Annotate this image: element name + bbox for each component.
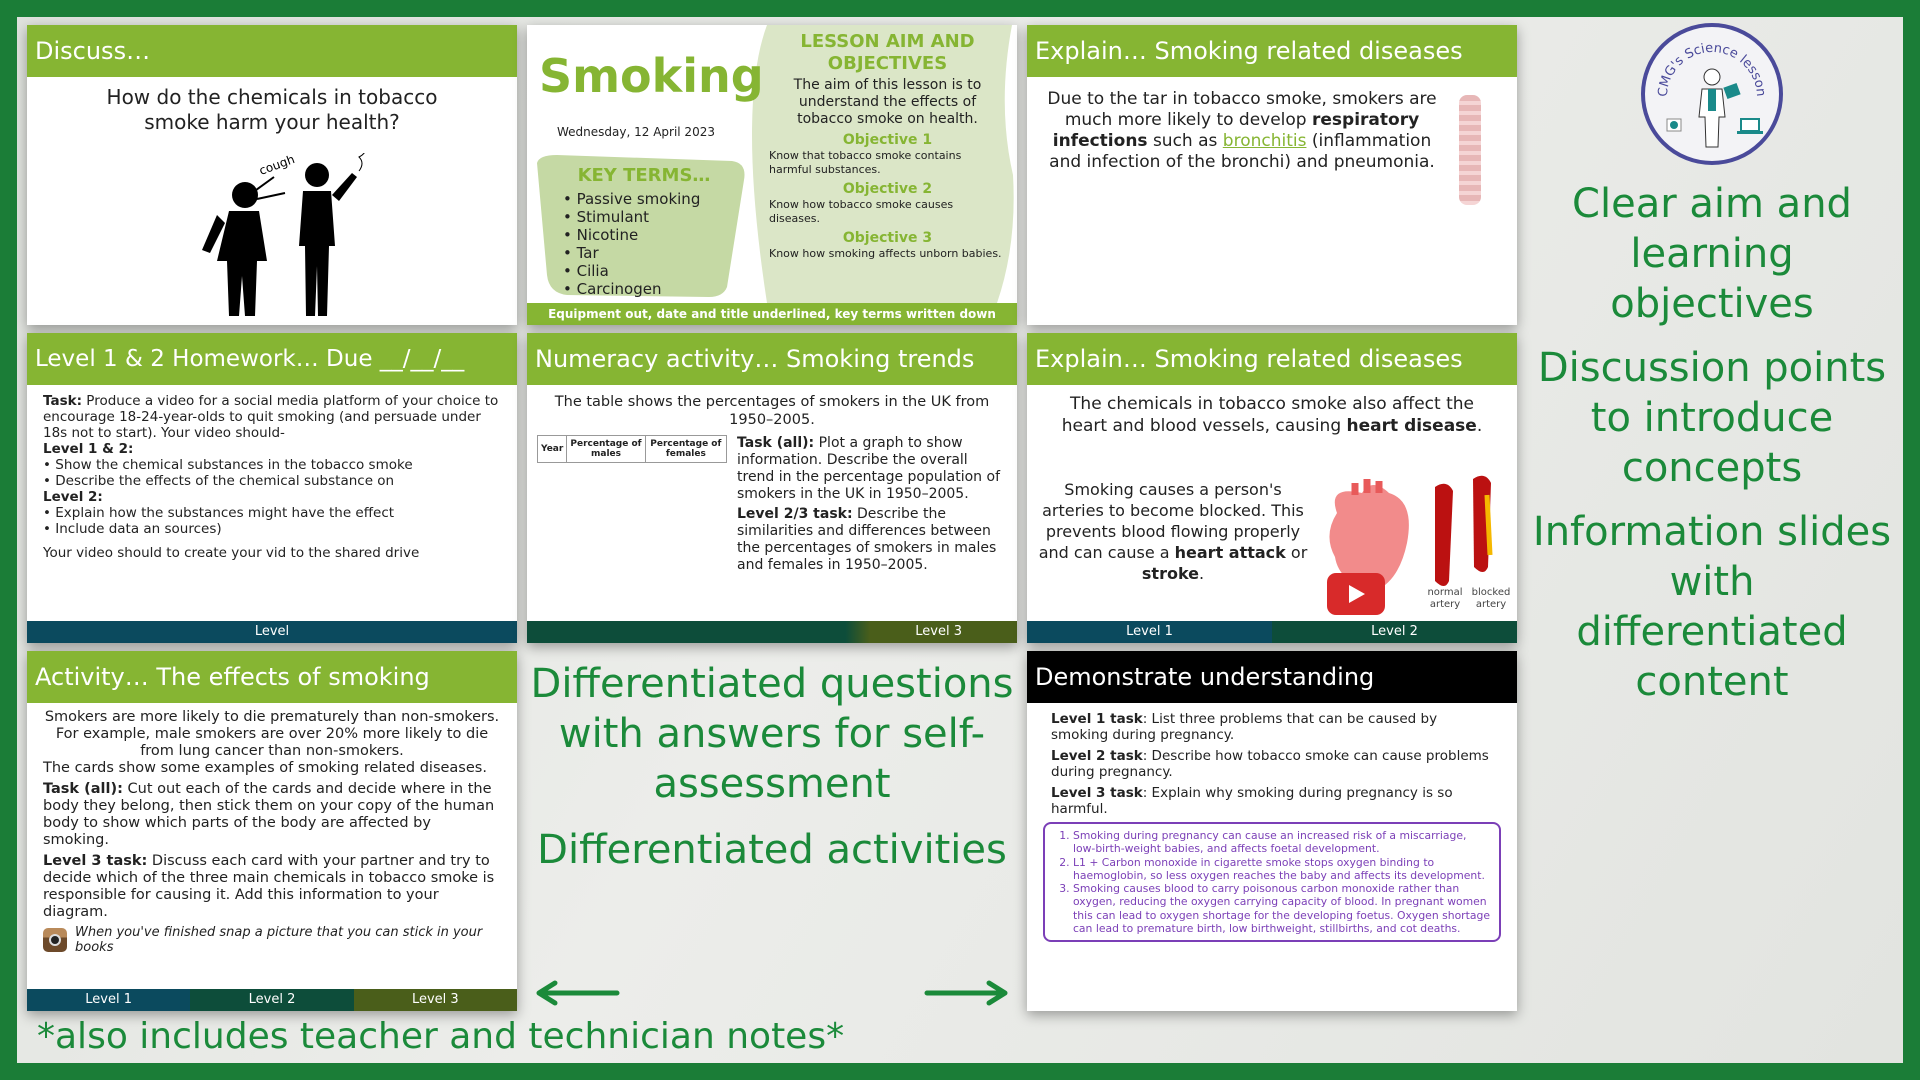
numeracy-intro: The table shows the percentages of smoke…: [554, 394, 990, 428]
callout-cell: Differentiated questions with answers fo…: [527, 653, 1017, 1013]
homework-slide: Level 1 & 2 Homework… Due __/__/__ Task:…: [27, 333, 517, 643]
aim-text: The aim of this lesson is to understand …: [793, 77, 982, 127]
lesson-date: Wednesday, 12 April 2023: [557, 125, 715, 139]
slide-title: Explain… Smoking related diseases: [1027, 25, 1517, 77]
coughing-people-icon: cough: [202, 153, 365, 316]
objective-label: Objective 2: [842, 181, 933, 197]
level-1-tab[interactable]: Level 1: [27, 989, 191, 1011]
answers-box: Smoking during pregnancy can cause an in…: [1043, 822, 1501, 943]
bronchitis-link[interactable]: bronchitis: [1222, 131, 1307, 151]
svg-text:CMG's Science lessons: CMG's Science lessons: [1645, 27, 1768, 97]
key-term: • Tar: [563, 244, 599, 262]
heart-artery-illustration: [1329, 475, 1493, 591]
level-2-tab[interactable]: Level 2: [1272, 621, 1517, 643]
camera-icon: [43, 928, 67, 952]
blocked-artery-label: blocked artery: [1471, 587, 1511, 610]
key-term: • Nicotine: [563, 226, 639, 244]
answer-item: L1 + Carbon monoxide in cigarette smoke …: [1073, 856, 1491, 883]
discuss-slide: Discuss… How do the chemicals in tobacco…: [27, 25, 517, 325]
objective-text: Know that tobacco smoke contains harmful…: [769, 149, 962, 176]
objective-text: Know how smoking affects unborn babies.: [769, 247, 1002, 260]
callout-aim: Clear aim and learning objectives: [1572, 181, 1852, 327]
svg-text:cough: cough: [257, 153, 296, 178]
callout-activities: Differentiated activities: [537, 827, 1007, 873]
slide-title: Activity… The effects of smoking: [27, 651, 517, 703]
objective-label: Objective 1: [842, 132, 933, 148]
task-item: Level 3 task: Explain why smoking during…: [1051, 785, 1453, 817]
aim-panel: LESSON AIM AND OBJECTIVES The aim of thi…: [765, 31, 1010, 261]
logo: CMG's Science lessons: [1641, 17, 1783, 165]
answer-item: Smoking causes blood to carry poisonous …: [1073, 882, 1491, 935]
canvas: CMG's Science lessons Clear aim and lear…: [17, 17, 1903, 1063]
video-play-button[interactable]: [1327, 573, 1385, 615]
activity-body: Smokers are more likely to die premature…: [43, 709, 500, 955]
level-3-tab[interactable]: Level 3: [527, 621, 1017, 643]
demonstrate-slide: Demonstrate understanding Level 1 task: …: [1027, 651, 1517, 1011]
arrow-activities: [536, 980, 620, 1006]
respiratory-text: Due to the tar in tobacco smoke, smokers…: [1047, 89, 1437, 172]
snap-instruction: When you've finished snap a picture that…: [75, 925, 483, 955]
aim-heading: LESSON AIM AND OBJECTIVES: [800, 31, 975, 74]
play-icon: [1349, 585, 1365, 603]
heart-intro: The chemicals in tobacco smoke also affe…: [1061, 394, 1483, 436]
slide-title: Discuss…: [27, 25, 517, 77]
lesson-title: Smoking: [539, 49, 764, 103]
explain-slide-respiratory: Explain… Smoking related diseases Due to…: [1027, 25, 1517, 325]
normal-artery-label: normal artery: [1427, 587, 1463, 610]
key-terms: KEY TERMS… • Passive smoking• Stimulant•…: [549, 165, 739, 298]
slide-title: Demonstrate understanding: [1027, 651, 1517, 703]
discuss-question: How do the chemicals in tobacco smoke ha…: [106, 85, 438, 134]
numeracy-tasks: Task (all): Plot a graph to show informa…: [737, 435, 1000, 573]
slide-title: Explain… Smoking related diseases: [1027, 333, 1517, 385]
level-2-tab[interactable]: Level 2: [190, 989, 354, 1011]
callout-column: CMG's Science lessons Clear aim and lear…: [1529, 17, 1895, 707]
key-term: • Carcinogen: [563, 280, 662, 298]
callout-discussion: Discussion points to introduce concepts: [1537, 345, 1887, 491]
level-3-tab[interactable]: Level 3: [353, 989, 517, 1011]
key-term: • Passive smoking: [563, 190, 701, 208]
answer-item: Smoking during pregnancy can cause an in…: [1073, 829, 1491, 856]
objective-text: Know how tobacco smoke causes diseases.: [769, 198, 954, 225]
explain-slide-heart: Explain… Smoking related diseases The ch…: [1027, 333, 1517, 643]
homework-body: Task: Produce a video for a social media…: [43, 393, 499, 561]
slide-title: Numeracy activity… Smoking trends: [527, 333, 1017, 385]
callout-notes: *also includes teacher and technician no…: [37, 1016, 845, 1057]
objective-label: Objective 3: [842, 230, 933, 246]
arteries-text: Smoking causes a person's arteries to be…: [1038, 480, 1308, 583]
task-item: Level 1 task: List three problems that c…: [1051, 711, 1438, 743]
callout-information: Information slides with differentiated c…: [1532, 509, 1892, 705]
title-slide-footer: Equipment out, date and title underlined…: [527, 303, 1017, 325]
slide-title: Level 1 & 2 Homework… Due __/__/__: [27, 333, 517, 385]
key-term: • Cilia: [563, 262, 609, 280]
activity-slide: Activity… The effects of smoking Smokers…: [27, 651, 517, 1011]
numeracy-slide: Numeracy activity… Smoking trends The ta…: [527, 333, 1017, 643]
task-item: Level 2 task: Describe how tobacco smoke…: [1051, 748, 1489, 780]
title-slide: Smoking Wednesday, 12 April 2023 KEY TER…: [527, 25, 1017, 325]
level-1-tab[interactable]: Level 1: [1027, 621, 1272, 643]
teacher-logo-icon: CMG's Science lessons: [1642, 17, 1768, 148]
trachea-image: [1459, 95, 1481, 205]
callout-questions: Differentiated questions with answers fo…: [530, 661, 1014, 807]
background-shapes: [537, 25, 1014, 303]
arrow-questions: [924, 980, 1008, 1006]
key-term: • Stimulant: [563, 208, 650, 226]
key-terms-heading: KEY TERMS…: [577, 165, 711, 186]
callout-arrows: [536, 980, 1008, 1006]
level-tab[interactable]: Level: [27, 621, 517, 643]
